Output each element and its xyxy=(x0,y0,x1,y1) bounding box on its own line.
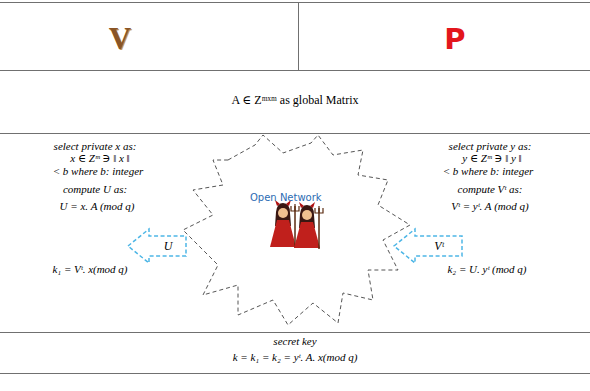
arrow-shape xyxy=(128,229,186,263)
matrix-note: A ∈ Zᵐˣᵐ as global Matrix xyxy=(231,94,358,107)
step-heading: select private x as: xyxy=(54,140,137,153)
rule-line xyxy=(298,3,299,71)
burst-shape xyxy=(183,135,410,325)
devil-figure xyxy=(270,200,299,248)
network-burst: Open Network xyxy=(183,135,411,326)
step-heading: compute U as: xyxy=(63,183,127,196)
formula-text: < b where b: integer xyxy=(53,165,144,178)
formula-text: k₁ = Vᵗ. x(mod q) xyxy=(52,263,127,276)
step-heading: select private y as: xyxy=(449,140,532,153)
message-arrow: Vᵗ xyxy=(393,228,463,264)
rule-line xyxy=(0,373,590,374)
burst-outline xyxy=(183,135,411,326)
formula-text: y ∈ Zᵐ ∋ ‖ y ‖ xyxy=(462,152,521,165)
network-label: Open Network xyxy=(250,192,322,203)
formula-text: Vᵗ = yᵗ. A (mod q) xyxy=(451,200,528,213)
arrow-outline xyxy=(127,228,187,264)
devil-figure xyxy=(294,202,323,249)
step-heading: compute Vᵗ as: xyxy=(458,183,523,196)
party-letter: P xyxy=(444,22,465,56)
arrow-outline xyxy=(393,228,463,264)
rule-line xyxy=(0,133,590,134)
party-cell: V xyxy=(0,3,298,70)
formula-text: k = k₁ = k₂ = yᵗ. A. x(mod q) xyxy=(233,351,358,364)
rule-line xyxy=(0,332,590,333)
section-heading: secret key xyxy=(273,335,316,348)
rule-line xyxy=(0,70,590,71)
message-label: U xyxy=(164,239,173,254)
formula-text: U = x. A (mod q) xyxy=(60,200,135,213)
message-label: Vᵗ xyxy=(434,239,443,254)
formula-text: k₂ = U. yᵗ (mod q) xyxy=(447,263,526,276)
rule-line xyxy=(0,2,590,3)
party-letter: V xyxy=(109,21,131,57)
message-arrow: U xyxy=(127,228,187,264)
arrow-shape xyxy=(394,229,462,263)
formula-text: x ∈ Zᵐ ∋ ‖ x ‖ xyxy=(70,152,129,165)
formula-text: < b where b: integer xyxy=(443,165,534,178)
party-cell: P xyxy=(299,3,590,70)
